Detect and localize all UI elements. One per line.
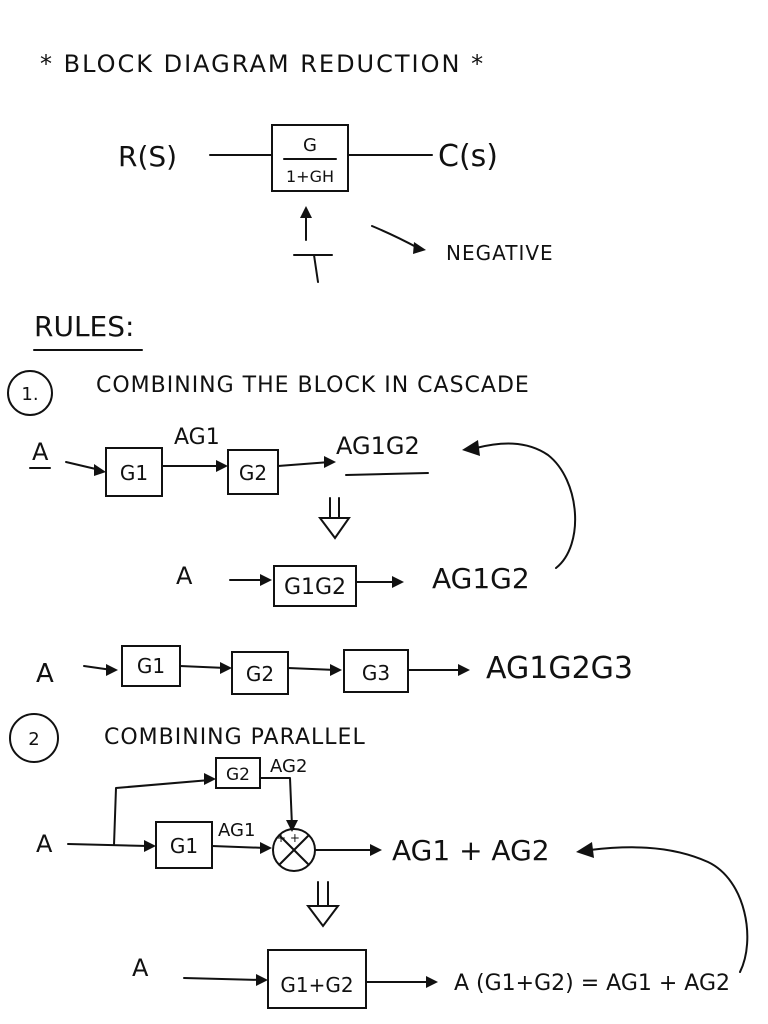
rule1-three-input: A [36,659,54,689]
rule1-mid-signal: AG1 [174,425,220,450]
rule1-block-g1 [105,447,163,497]
rule2-reduced-output: A (G1+G2) = AG1 + AG2 [454,971,730,996]
rule2-sum-cross-b [279,835,309,865]
rule1-three-arrow-g1-g2-head [220,662,232,674]
intro-input-label: R(S) [118,140,177,173]
rule1-three-block-g2-label: G2 [246,662,274,686]
rule2-bottom-to-sum-head [260,842,272,854]
rule2-reduced-block-label: G1+G2 [280,973,353,997]
rule1-three-arrow-g2-g3-head [330,664,342,676]
intro-note-arrow [371,225,419,249]
rule2-reduced-arrow-in-head [256,974,268,986]
rule1-arrow-a-g1-head [94,464,106,476]
rule1-three-arrow-g2-g3 [287,667,337,671]
rule1-heading: COMBINING THE BLOCK IN CASCADE [96,373,530,398]
rule2-bottom-signal: AG1 [218,820,255,841]
rule2-top-to-sum [259,777,293,827]
rule1-block-g2 [227,449,279,495]
rule1-number-circle [7,370,53,416]
rule2-bottom-block-g1 [155,821,213,869]
rule1-cascade: 1. COMBINING THE BLOCK IN CASCADE A G1 A… [7,370,633,695]
rule2-sum-signs: + + [276,831,300,845]
rules-heading: RULES: [34,310,134,343]
rule2-top-signal: AG2 [270,756,307,777]
intro-output-label: C(s) [438,139,498,174]
rule1-equivalence-curve-head [462,440,480,456]
rule1-input: A [32,438,49,466]
rule1-reduce-arrow-head [318,517,351,540]
rule2-branch-up-head [204,773,216,785]
rule1-three-block-g1-label: G1 [137,654,165,678]
rule2-number-circle [9,713,59,763]
rule1-three-arrow-a-g1-head [106,664,118,676]
rule1-output-underline [345,472,429,476]
rule1-arrow-g1-g2-head [216,460,228,472]
rule2-reduced-arrow-in [183,977,263,981]
rule2-reduced-block [267,949,367,1009]
rule1-equivalence-curve [475,442,577,569]
rule1-output: AG1G2 [336,432,420,460]
rule2-heading: COMBINING PARALLEL [104,725,366,750]
rule2-input: A [36,830,53,858]
intro-note-arrow-head [413,242,426,254]
intro-up-arrow-head [300,206,312,218]
rule1-block-g1-label: G1 [120,461,148,485]
intro-diagram: R(S) G 1+GH C(s) NEGATIVE [118,124,554,283]
intro-closed-loop-block [271,124,349,192]
rule1-block-g2-label: G2 [239,461,267,485]
rule2-reduce-arrow-head [306,905,340,928]
rule2-reduced-input: A [132,954,149,982]
rule1-reduced-block-label: G1G2 [284,575,346,600]
rule2-equivalence-curve [589,846,749,973]
rule2-top-block-g2 [215,757,261,789]
intro-note-label: NEGATIVE [446,241,554,265]
page-title: * BLOCK DIAGRAM REDUCTION * [40,50,485,78]
rule1-three-block-g2 [231,651,289,695]
rule1-arrow-g2-out [277,461,331,467]
rule2-bottom-to-sum [211,845,267,849]
rule2-sum-out-head [370,844,382,856]
rule1-three-output: AG1G2G3 [486,651,633,686]
rule1-number: 1. [21,384,38,405]
rule1-reduced-input: A [176,562,193,590]
intro-t-stem [313,254,319,283]
rule1-reduced-arrow-out-head [392,576,404,588]
rule2-equivalence-curve-head [576,842,594,858]
rule1-three-arrow-out-head [458,664,470,676]
rule1-reduced-output: AG1G2 [432,562,530,595]
rule2-top-to-sum-head [286,820,298,832]
rule1-reduced-arrow-in-head [260,574,272,586]
rule1-arrow-g2-out-head [324,456,336,468]
intro-block-numerator: G [303,135,317,156]
intro-block-denominator: 1+GH [286,167,334,186]
rule1-reduced-block [273,565,357,607]
rule2-branch-up [113,779,211,846]
rule2-output: AG1 + AG2 [392,834,550,867]
rule2-top-block-g2-label: G2 [226,765,250,785]
rule2-input-line-head [144,840,156,852]
rule2-parallel: 2 COMBINING PARALLEL A G2 AG2 G1 AG1 + +… [9,713,749,1009]
rule2-input-line [67,843,149,847]
rule2-bottom-block-g1-label: G1 [170,834,198,858]
rule1-three-arrow-g1-g2 [179,665,227,669]
rule2-reduced-arrow-out-head [426,976,438,988]
rule1-three-block-g3-label: G3 [362,661,390,685]
rule2-number: 2 [28,729,39,750]
